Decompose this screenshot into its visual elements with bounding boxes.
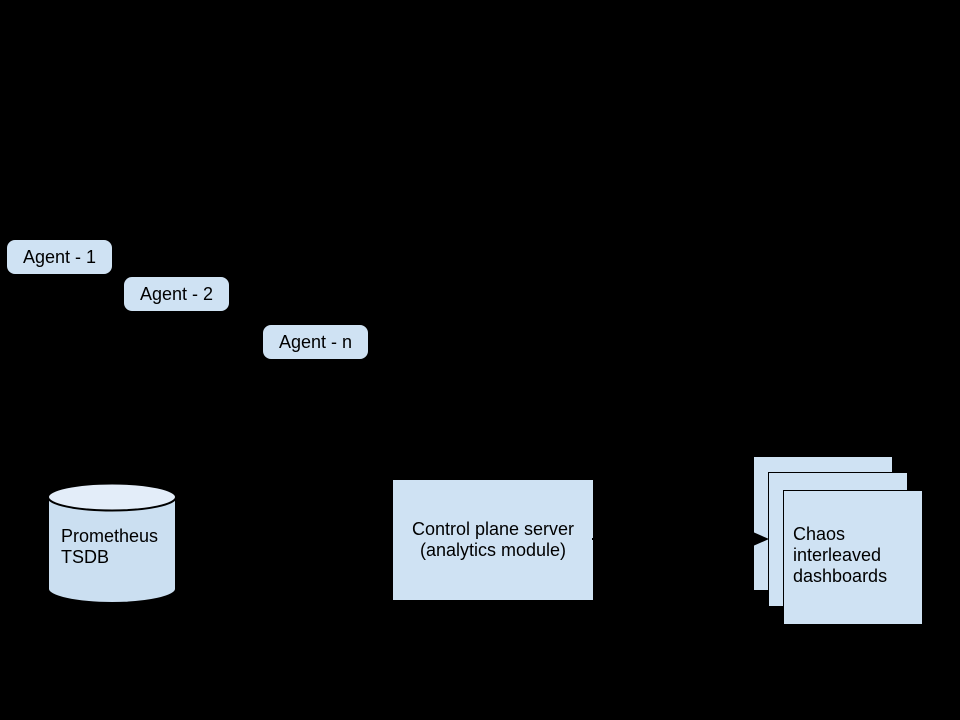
- node-agent-n: Agent - n: [263, 325, 368, 359]
- agent-2-label: Agent - 2: [139, 283, 214, 304]
- dashboards-label: Chaos interleaved dashboards: [793, 524, 888, 586]
- agent-n-label: Agent - n: [278, 331, 353, 352]
- database-label: Prometheus TSDB: [61, 526, 159, 567]
- server-label: Control plane server (analytics module): [411, 519, 575, 560]
- node-chaos-dashboards: Chaos interleaved dashboards: [783, 490, 923, 625]
- node-agent-2: Agent - 2: [124, 277, 229, 311]
- node-control-plane-server: Control plane server (analytics module): [393, 480, 593, 600]
- node-agent-1: Agent - 1: [7, 240, 112, 274]
- cylinder-top-shape: [47, 482, 177, 512]
- agent-1-label: Agent - 1: [22, 246, 97, 267]
- database-cylinder-icon: [47, 482, 177, 604]
